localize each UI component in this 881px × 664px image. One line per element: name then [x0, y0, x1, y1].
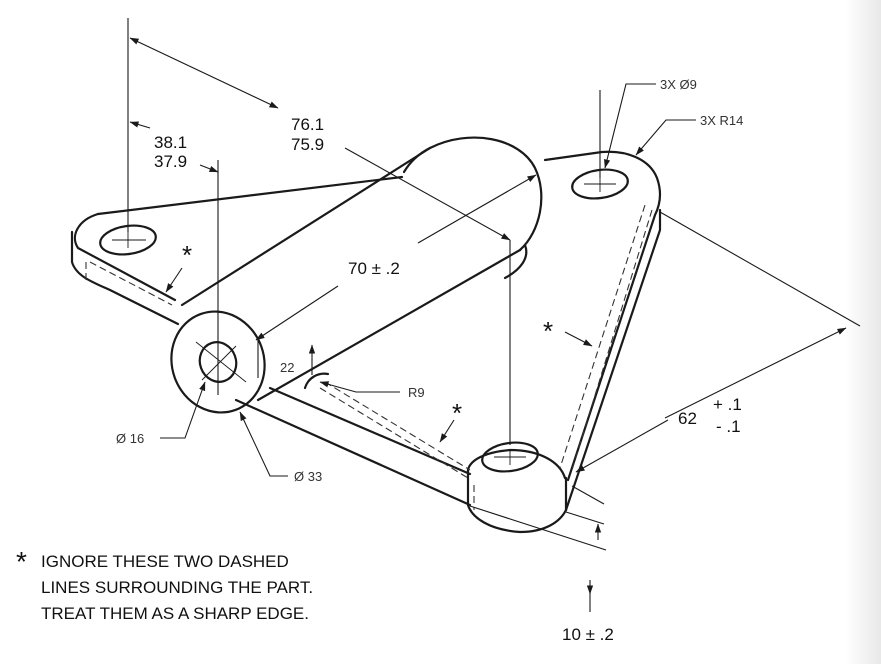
- dim-boss-length: 70 ± .2: [348, 259, 400, 278]
- hole-bottom: [481, 441, 539, 473]
- hole-right-top: [571, 168, 629, 200]
- note-line-1: IGNORE THESE TWO DASHED: [41, 552, 289, 571]
- dim-boss-setback: 22: [280, 360, 294, 375]
- hole-left: [99, 224, 157, 256]
- dim-overall-lower: 75.9: [291, 135, 324, 154]
- dim-fillet-radius: R9: [408, 385, 425, 400]
- dim-offset-lower: 37.9: [154, 152, 187, 171]
- cylinder-boss: [170, 136, 543, 414]
- base-plate: [70, 150, 662, 534]
- dim-hole-callout: 3X Ø9: [660, 77, 697, 92]
- dim-line-overall: [129, 37, 279, 109]
- dim-corner-radius-callout: 3X R14: [700, 113, 743, 128]
- asterisk-marker-right: *: [543, 316, 553, 346]
- dim-overall-upper: 76.1: [291, 115, 324, 134]
- asterisk-marker-bottom: *: [452, 398, 462, 428]
- dim-offset-upper: 38.1: [154, 133, 187, 152]
- note-line-3: TREAT THEM AS A SHARP EDGE.: [41, 604, 309, 623]
- dim-bore-diameter: Ø 16: [116, 431, 144, 446]
- page-edge-shade: [845, 0, 881, 664]
- dim-boss-diameter: Ø 33: [294, 469, 322, 484]
- dim-height-nominal: 62: [678, 409, 697, 428]
- note-asterisk: *: [16, 546, 27, 577]
- asterisk-marker-left: *: [182, 240, 192, 270]
- dim-thickness: 10 ± .2: [562, 625, 614, 644]
- note-line-2: LINES SURROUNDING THE PART.: [41, 578, 314, 597]
- dim-height-tol-minus: - .1: [716, 417, 741, 436]
- dim-height-tol-plus: + .1: [713, 395, 742, 414]
